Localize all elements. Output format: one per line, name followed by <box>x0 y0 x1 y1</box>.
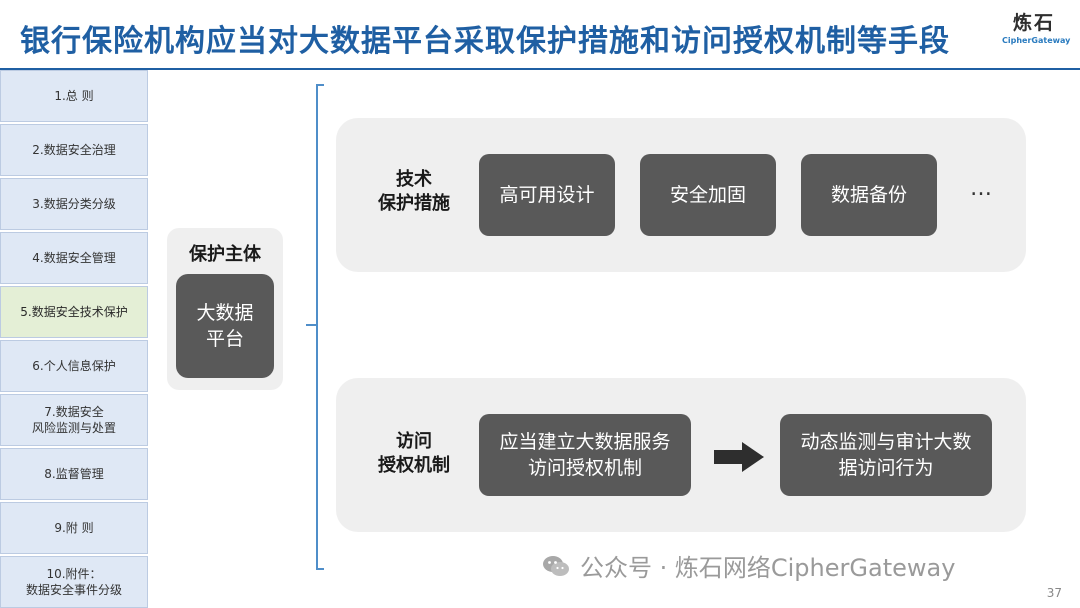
watermark-text: 公众号 · 炼石网络CipherGateway <box>580 554 956 582</box>
establish-authorization-box: 应当建立大数据服务 访问授权机制 <box>479 414 691 496</box>
big-data-platform-box: 大数据 平台 <box>176 274 274 378</box>
sidebar-item-management[interactable]: 4.数据安全管理 <box>0 232 148 284</box>
logo-text: CipherGateway <box>1002 36 1071 45</box>
sidebar-item-supervision[interactable]: 8.监督管理 <box>0 448 148 500</box>
wechat-icon <box>543 555 569 576</box>
sidebar-item-tech-protection[interactable]: 5.数据安全技术保护 <box>0 286 148 338</box>
sidebar-item-personal-info[interactable]: 6.个人信息保护 <box>0 340 148 392</box>
wechat-watermark: 公众号 · 炼石网络CipherGateway <box>542 548 955 583</box>
security-hardening-box: 安全加固 <box>640 154 776 236</box>
sidebar-item-classification[interactable]: 3.数据分类分级 <box>0 178 148 230</box>
sidebar-item-general[interactable]: 1.总 则 <box>0 70 148 122</box>
sidebar-item-supplementary[interactable]: 9.附 则 <box>0 502 148 554</box>
bracket-connector <box>306 324 318 326</box>
sidebar-item-risk-monitoring[interactable]: 7.数据安全 风险监测与处置 <box>0 394 148 446</box>
access-authorization-panel: 访问 授权机制 应当建立大数据服务 访问授权机制 动态监测与审计大数 据访问行为 <box>336 378 1026 532</box>
sidebar-item-appendix[interactable]: 10.附件： 数据安全事件分级 <box>0 556 148 608</box>
bracket-line <box>316 84 324 570</box>
monitor-audit-box: 动态监测与审计大数 据访问行为 <box>780 414 992 496</box>
sidebar-nav: 1.总 则 2.数据安全治理 3.数据分类分级 4.数据安全管理 5.数据安全技… <box>0 70 148 608</box>
sidebar-item-governance[interactable]: 2.数据安全治理 <box>0 124 148 176</box>
title-divider <box>0 68 1080 70</box>
protection-subject-label: 保护主体 <box>189 244 261 265</box>
access-authorization-label: 访问 授权机制 <box>378 431 450 476</box>
logo-mark: 炼石 <box>1012 12 1055 34</box>
protection-subject-card: 保护主体 大数据 平台 <box>167 228 283 390</box>
right-arrow-icon <box>714 442 764 472</box>
tech-protection-panel: 技术 保护措施 高可用设计 安全加固 数据备份 … <box>336 118 1026 272</box>
logo: 炼石 CipherGateway <box>1002 8 1071 45</box>
page-number: 37 <box>1046 586 1062 600</box>
data-backup-box: 数据备份 <box>801 154 937 236</box>
high-availability-box: 高可用设计 <box>479 154 615 236</box>
more-ellipsis: … <box>970 176 992 201</box>
page-title: 银行保险机构应当对大数据平台采取保护措施和访问授权机制等手段 <box>20 24 950 59</box>
tech-protection-label: 技术 保护措施 <box>378 169 450 214</box>
